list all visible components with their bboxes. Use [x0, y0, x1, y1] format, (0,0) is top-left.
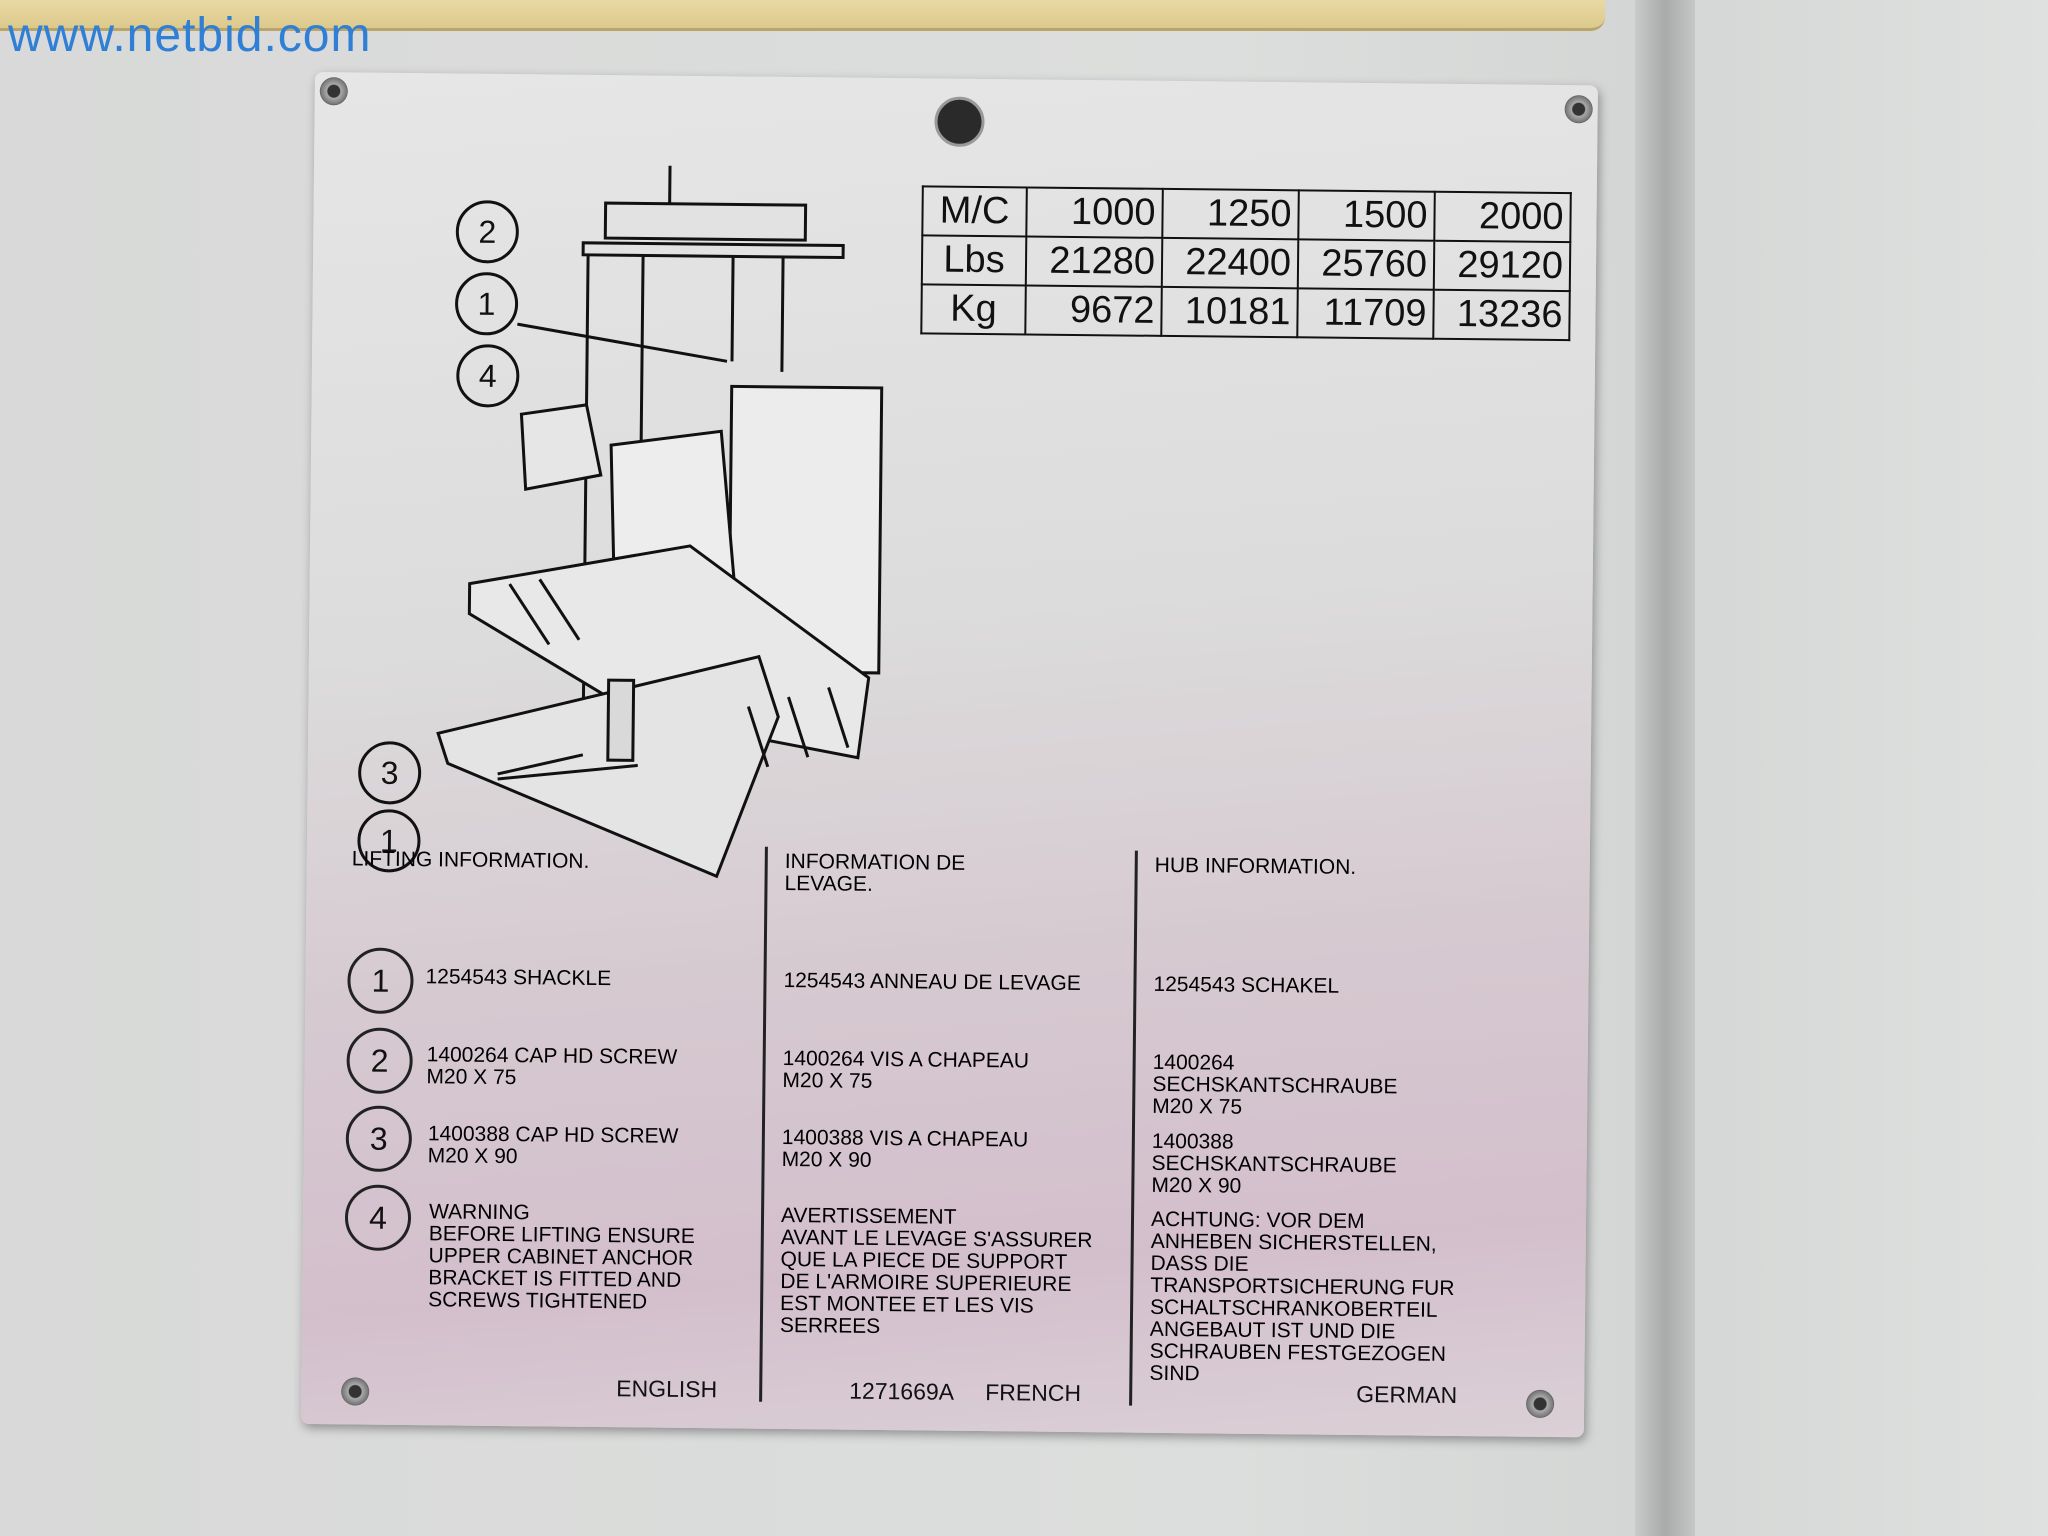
table-cell: 1000: [1026, 187, 1163, 238]
table-cell: Kg: [921, 284, 1026, 335]
callout-1-top: 1: [477, 286, 495, 322]
french-language-label: FRENCH: [985, 1379, 1082, 1407]
table-cell: 1500: [1298, 190, 1435, 241]
lifting-information-plate: 2 1 4 3 1 M/C 1000 1250 1500 2000 Lbs 21…: [300, 72, 1598, 1438]
german-item-1: 1254543 SCHAKEL: [1153, 972, 1340, 998]
table-cell: Lbs: [921, 235, 1027, 286]
screw-top-left-icon: [319, 77, 348, 106]
legend-number-4: 4: [344, 1184, 412, 1252]
french-heading: INFORMATION DE LEVAGE.: [784, 849, 966, 896]
french-item-4: AVERTISSEMENT AVANT LE LEVAGE S'ASSURER …: [779, 1203, 1093, 1338]
column-divider: [1129, 850, 1138, 1406]
screw-bottom-left-icon: [341, 1377, 370, 1406]
french-item-2: 1400264 VIS A CHAPEAU M20 X 75: [782, 1046, 1030, 1093]
english-item-1: 1254543 SHACKLE: [425, 965, 612, 991]
table-row: M/C 1000 1250 1500 2000: [922, 186, 1571, 243]
french-item-3: 1400388 VIS A CHAPEAU M20 X 90: [781, 1125, 1029, 1172]
table-row: Kg 9672 10181 11709 13236: [921, 284, 1570, 341]
machine-lifting-diagram: 2 1 4 3 1: [357, 165, 884, 879]
french-item-1: 1254543 ANNEAU DE LEVAGE: [783, 968, 1081, 996]
german-language-label: GERMAN: [1356, 1380, 1458, 1409]
callout-4: 4: [479, 358, 497, 394]
table-cell: 9672: [1025, 285, 1162, 336]
table-cell: 21280: [1025, 236, 1163, 287]
column-divider: [759, 846, 768, 1402]
english-item-2: 1400264 CAP HD SCREW M20 X 75: [426, 1043, 678, 1090]
legend-number-1: 1: [347, 947, 414, 1015]
table-cell: 1250: [1162, 188, 1299, 240]
machine-weight-table: M/C 1000 1250 1500 2000 Lbs 21280 22400 …: [920, 185, 1572, 341]
callout-3: 3: [381, 755, 399, 791]
part-number-label: 1271669A: [849, 1377, 955, 1405]
table-cell: M/C: [922, 186, 1027, 237]
yellow-label-strip: [0, 0, 1605, 31]
callout-1-bottom: 1: [380, 823, 398, 859]
german-item-2: 1400264 SECHSKANTSCHRAUBE M20 X 75: [1152, 1050, 1398, 1119]
german-item-4: ACHTUNG: VOR DEM ANHEBEN SICHERSTELLEN, …: [1149, 1207, 1455, 1386]
german-heading: HUB INFORMATION.: [1154, 853, 1357, 879]
table-cell: 13236: [1433, 289, 1570, 341]
table-row: Lbs 21280 22400 25760 29120: [921, 235, 1571, 292]
table-cell: 22400: [1161, 237, 1299, 289]
legend-number-3: 3: [345, 1105, 413, 1173]
table-cell: 11709: [1297, 288, 1434, 339]
english-item-4: WARNING BEFORE LIFTING ENSURE UPPER CABI…: [428, 1200, 695, 1314]
english-item-3: 1400388 CAP HD SCREW M20 X 90: [427, 1122, 679, 1169]
english-heading: LIFTING INFORMATION.: [351, 847, 590, 873]
cabinet-door-gap: [1635, 0, 1695, 1536]
table-cell: 2000: [1434, 191, 1571, 243]
english-language-label: ENGLISH: [616, 1375, 718, 1403]
mounting-hole-icon: [934, 96, 985, 148]
table-cell: 10181: [1161, 286, 1298, 338]
watermark: www.netbid.com: [8, 9, 372, 62]
legend-number-2: 2: [346, 1027, 413, 1095]
table-cell: 29120: [1433, 240, 1571, 292]
table-cell: 25760: [1297, 239, 1435, 290]
screw-top-right-icon: [1564, 95, 1593, 124]
callout-2: 2: [478, 214, 496, 250]
screw-bottom-right-icon: [1525, 1389, 1555, 1419]
german-item-3: 1400388 SECHSKANTSCHRAUBE M20 X 90: [1151, 1129, 1397, 1198]
